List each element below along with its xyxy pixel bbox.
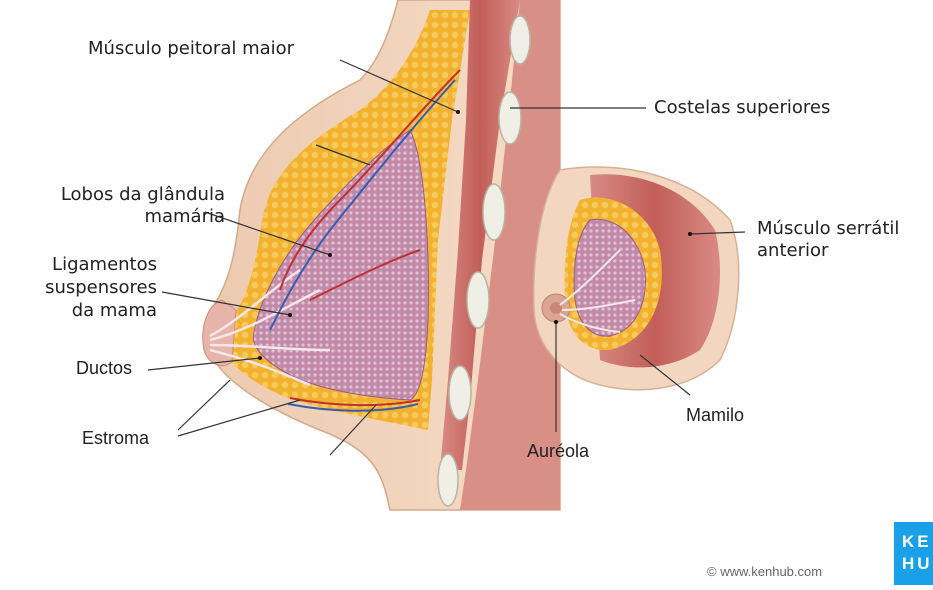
- frontal-view: [534, 167, 739, 390]
- label-upper-ribs: Costelas superiores: [654, 97, 830, 119]
- label-ligaments-line1: Ligamentos: [0, 254, 157, 276]
- label-areola: Auréola: [527, 440, 589, 462]
- label-ducts: Ductos: [76, 357, 132, 379]
- logo-line-1: KE: [902, 532, 932, 552]
- copyright-text: © www.kenhub.com: [707, 564, 822, 579]
- label-gland-lobes-line1: Lobos da glândula: [0, 184, 225, 206]
- sagittal-section: [203, 0, 560, 510]
- label-gland-lobes-line2: mamária: [0, 206, 225, 228]
- logo-line-2: HU: [902, 554, 933, 574]
- label-serratus-line1: Músculo serrátil: [757, 218, 899, 240]
- label-pectoralis-major: Músculo peitoral maior: [88, 38, 294, 60]
- label-ligaments-line2: suspensores: [0, 277, 157, 299]
- label-serratus-line2: anterior: [757, 240, 828, 262]
- label-ligaments-line3: da mama: [0, 300, 157, 322]
- kenhub-logo: KE HU: [894, 522, 933, 585]
- label-stroma: Estroma: [82, 427, 149, 449]
- label-nipple: Mamilo: [686, 404, 744, 426]
